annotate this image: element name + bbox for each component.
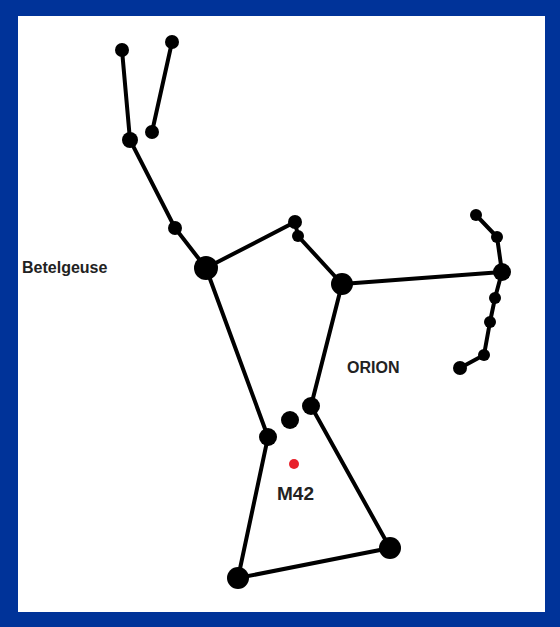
arm-line	[342, 272, 502, 284]
star	[115, 43, 129, 57]
star	[165, 35, 179, 49]
star	[281, 411, 299, 429]
stars	[115, 35, 511, 589]
star	[453, 361, 467, 375]
star-label: Betelgeuse	[22, 258, 107, 277]
star	[489, 292, 501, 304]
constellation-label: ORION	[347, 358, 399, 377]
white-panel	[18, 16, 545, 612]
star	[227, 567, 249, 589]
star	[493, 263, 511, 281]
star	[168, 221, 182, 235]
body-line	[206, 268, 390, 578]
nebula-dot	[289, 459, 299, 469]
star	[288, 215, 302, 229]
star	[478, 349, 490, 361]
star	[379, 537, 401, 559]
nebula-label: M42	[277, 483, 314, 506]
star	[122, 132, 138, 148]
star	[484, 316, 496, 328]
star	[292, 230, 304, 242]
head-line	[206, 222, 342, 284]
star	[331, 273, 353, 295]
club-line	[152, 42, 172, 132]
star	[302, 397, 320, 415]
star	[194, 256, 218, 280]
star	[470, 209, 482, 221]
constellation-lines	[122, 42, 502, 578]
star	[145, 125, 159, 139]
shield-line	[460, 215, 502, 368]
star	[491, 231, 503, 243]
star	[259, 428, 277, 446]
